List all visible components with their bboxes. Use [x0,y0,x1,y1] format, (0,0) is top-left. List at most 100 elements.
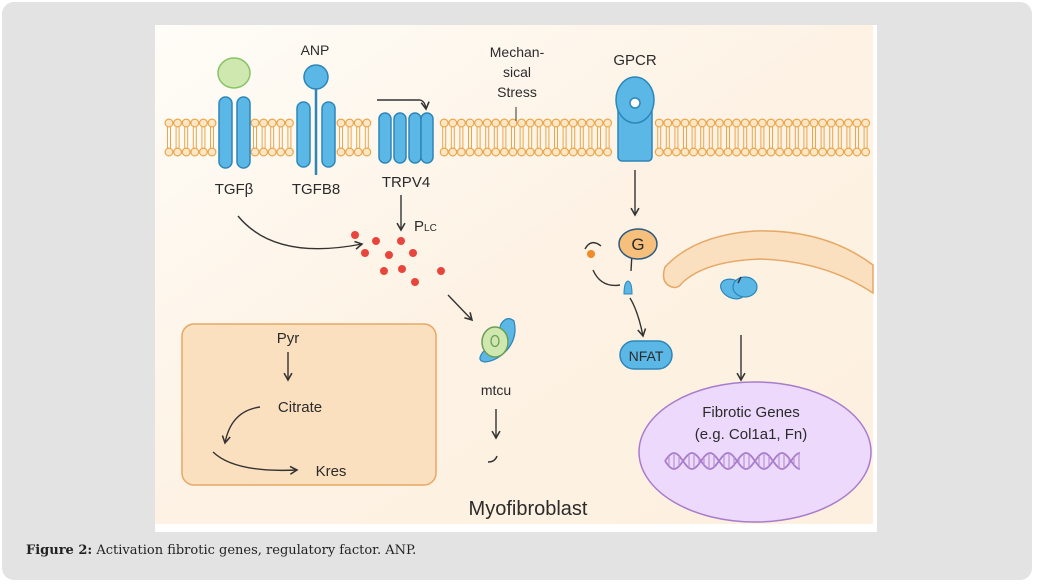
lipid-head [267,147,277,157]
calcium-ions [351,231,445,286]
lipid-head [852,118,862,128]
trpv4-label: TRPV4 [382,174,430,191]
lipid-head [766,118,776,128]
lipid-head [818,147,828,157]
lipid-head [749,118,759,128]
lipid-head [757,118,767,128]
lipid-head [465,118,475,128]
lipid-head [508,118,518,128]
tgfb-signal-arrow [237,215,364,250]
lipid-head [448,147,458,157]
gpcr-label: GPCR [613,52,657,69]
lipid-head [508,147,518,157]
lipid-head [181,147,191,157]
lipid-head [491,147,501,157]
cell-membrane [164,118,871,157]
g-protein-label: G [631,235,644,254]
lipid-head [474,147,484,157]
lipid-head [568,147,578,157]
nfat-label: NFAT [629,348,664,364]
mechanical-stress-line3: Stress [497,84,537,100]
caption-text: Activation fibrotic genes, regulatory fa… [92,543,417,558]
mechanical-stress-line1: Mechan- [490,44,545,60]
lipid-head [800,118,810,128]
lipid-head [792,118,802,128]
lipid-head [284,118,294,128]
lipid-head [706,147,716,157]
lipid-head [534,118,544,128]
lipid-head [353,147,363,157]
lipid-head [207,118,217,128]
lipid-head [173,118,183,128]
gpcr-receptor: GPCR [613,52,657,217]
fibrotic-genes-examples: (e.g. Col1a1, Fn) [695,426,808,443]
lipid-head [714,118,724,128]
lipid-head [671,118,681,128]
lipid-head [207,147,217,157]
lipid-head [603,147,613,157]
lipid-head [551,147,561,157]
lipid-head [835,147,845,157]
plc-label: PLC [414,218,437,235]
g-protein [618,228,658,260]
lipid-head [439,147,449,157]
lipid-head [800,147,810,157]
lipid-head [594,147,604,157]
lipid-head [448,118,458,128]
anp-label: ANP [301,42,330,58]
lipid-head [740,147,750,157]
myofibroblast-label: Myofibroblast [469,498,588,520]
lipid-head [706,118,716,128]
lipid-head [689,147,699,157]
lipid-head [843,147,853,157]
lipid-head [560,147,570,157]
lipid-head [499,118,509,128]
tgfb-ligand [217,57,251,89]
lipid-head [775,118,785,128]
mtcu-label: mtcu [481,382,511,398]
lipid-head [749,147,759,157]
ribosome-protein [720,276,758,382]
lipid-head [173,147,183,157]
lipid-head [190,147,200,157]
lipid-head [259,147,269,157]
kres-label: Kres [316,463,347,480]
mechanical-stress-line2: sical [503,64,531,80]
lipid-head [714,147,724,157]
lipid-head [198,147,208,157]
lipid-head [654,118,664,128]
lipid-head [276,147,286,157]
mitochondria-box: Pyr Citrate Kres [181,323,437,486]
lipid-head [671,147,681,157]
tgfb-label: TGFβ [215,181,254,198]
lipid-head [723,147,733,157]
nucleus: Fibrotic Genes (e.g. Col1a1, Fn) [638,381,872,523]
lipid-head [362,118,372,128]
lipid-head [190,118,200,128]
lipid-head [740,118,750,128]
lipid-head [250,118,260,128]
lipid-head [267,118,277,128]
lipid-head [663,147,673,157]
lipid-head [491,118,501,128]
tgfb-receptor: TGFβ [215,57,254,198]
lipid-head [525,147,535,157]
lipid-head [345,147,355,157]
lipid-head [783,118,793,128]
lipid-head [689,118,699,128]
lipid-head [603,118,613,128]
lipid-head [757,147,767,157]
lipid-head [353,118,363,128]
lipid-head [284,147,294,157]
lipid-head [517,147,527,157]
g-protein-pathway: G NFAT [584,228,673,370]
lipid-head [680,147,690,157]
lipid-head [809,118,819,128]
signaling-diagram: TGFβ ANP TGFB8 TRPV4 PLC Mechan- sical S [155,25,874,524]
lipid-head [861,118,871,128]
lipid-head [198,118,208,128]
lipid-head [439,118,449,128]
lipid-head [585,147,595,157]
lipid-head [568,118,578,128]
lipid-head [852,147,862,157]
